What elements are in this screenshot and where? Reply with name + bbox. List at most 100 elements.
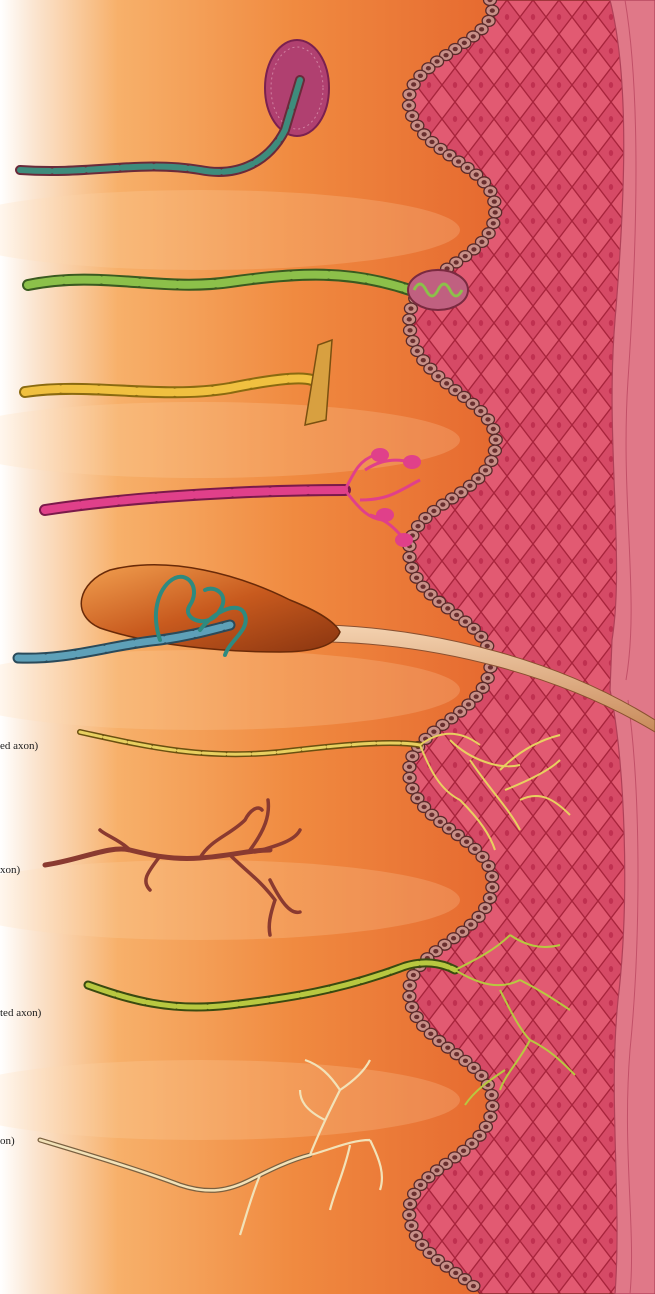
basal-cell-nucleus [414,1015,419,1019]
basal-cell-nucleus [436,374,441,378]
basal-cell-nucleus [407,1213,412,1217]
basal-cell-nucleus [429,813,434,817]
basal-cell-nucleus [407,765,412,769]
basal-cell-nucleus [421,358,426,362]
basal-cell-nucleus [422,132,427,136]
basal-cell-nucleus [427,1251,432,1255]
basal-cell-nucleus [415,524,420,528]
basal-cell-nucleus [453,47,458,51]
basal-cell-nucleus [418,74,423,78]
basal-cell-nucleus [408,306,413,310]
basal-cell-nucleus [458,490,463,494]
basal-cell-nucleus [467,484,472,488]
basal-cell-nucleus [451,936,456,940]
basal-cell-nucleus [478,409,483,413]
basal-cell-nucleus [435,1258,440,1262]
basal-cell-nucleus [440,723,445,727]
basal-cell-nucleus [466,702,471,706]
basal-cell-nucleus [434,59,439,63]
basal-cell-nucleus [461,395,466,399]
basal-cell-nucleus [431,729,436,733]
basal-cell-nucleus [452,1155,457,1159]
basal-cell-nucleus [453,1271,458,1275]
basal-cell-nucleus [423,516,428,520]
basal-cell-nucleus [480,686,485,690]
basal-cell-nucleus [445,1045,450,1049]
basal-cell-nucleus [436,599,441,603]
basal-cell-nucleus [489,874,494,878]
basal-cell-nucleus [407,555,412,559]
basal-cell-nucleus [477,1134,482,1138]
basal-cell-nucleus [454,1052,459,1056]
basal-cell-nucleus [479,240,484,244]
basal-cell-nucleus [470,402,475,406]
basal-cell-nucleus [468,922,473,926]
basal-cell-nucleus [407,994,412,998]
basal-cell-nucleus [465,166,470,170]
basal-cell-nucleus [428,1032,433,1036]
basal-cell-nucleus [483,468,488,472]
basal-cell-nucleus [461,1149,466,1153]
basal-cell-nucleus [415,349,420,353]
basal-cell-nucleus [411,82,416,86]
basal-cell-nucleus [464,840,469,844]
basal-cell-nucleus [488,189,493,193]
basal-cell-nucleus [485,644,490,648]
basal-cell-nucleus [453,388,458,392]
basal-cell-nucleus [428,366,433,370]
basal-cell-nucleus [422,805,427,809]
basal-cell-nucleus [460,929,465,933]
basal-cell-nucleus [456,159,461,163]
basal-cell-nucleus [474,172,479,176]
basal-cell-nucleus [483,1125,488,1129]
basal-cell-nucleus [420,1243,425,1247]
basal-cell-nucleus [471,1066,476,1070]
basal-cell-nucleus [406,103,411,107]
basal-cell-nucleus [476,476,481,480]
basal-cell-nucleus [444,381,449,385]
basal-cell-nucleus [454,260,459,264]
basal-cell-nucleus [458,709,463,713]
basal-cell-nucleus [407,1202,412,1206]
basal-cell-nucleus [490,885,495,889]
basal-cell-nucleus [433,949,438,953]
basal-cell-nucleus [410,754,415,758]
basal-cell-nucleus [480,855,485,859]
basal-cell-nucleus [449,716,454,720]
basal-cell-nucleus [410,339,415,343]
basal-cell-nucleus [462,1277,467,1281]
basal-cell-nucleus [488,1115,493,1119]
basal-cell-nucleus [487,896,492,900]
basal-cell-nucleus [471,34,476,38]
basal-cell-nucleus [471,627,476,631]
basal-cell-nucleus [431,509,436,513]
basal-cell-nucleus [420,584,425,588]
basal-cell-nucleus [410,786,415,790]
basal-cell-nucleus [442,942,447,946]
basal-cell-nucleus [426,66,431,70]
basal-cell-nucleus [485,417,490,421]
basal-cell-nucleus [476,915,481,919]
label-unmyelinated-1: xon) [0,864,21,876]
basal-cell-nucleus [462,41,467,45]
basal-cell-nucleus [415,123,420,127]
basal-cell-nucleus [491,427,496,431]
basal-cell-nucleus [479,635,484,639]
basal-cell-nucleus [492,199,497,203]
basal-cell-nucleus [421,1024,426,1028]
basal-cell-nucleus [411,973,416,977]
basal-cell-nucleus [489,1093,494,1097]
basal-cell-nucleus [413,1234,418,1238]
basal-cell-nucleus [486,19,491,23]
basal-cell-nucleus [472,847,477,851]
basal-cell-nucleus [486,231,491,235]
basal-cell-nucleus [485,676,490,680]
basal-cell-nucleus [444,1264,449,1268]
basal-cell-nucleus [463,619,468,623]
basal-cell-nucleus [409,566,414,570]
basal-cell-nucleus [490,1104,495,1108]
label-thinly-myelinated-1: ed axon) [0,740,39,752]
basal-cell-nucleus [443,53,448,57]
basal-cell-nucleus [481,180,486,184]
